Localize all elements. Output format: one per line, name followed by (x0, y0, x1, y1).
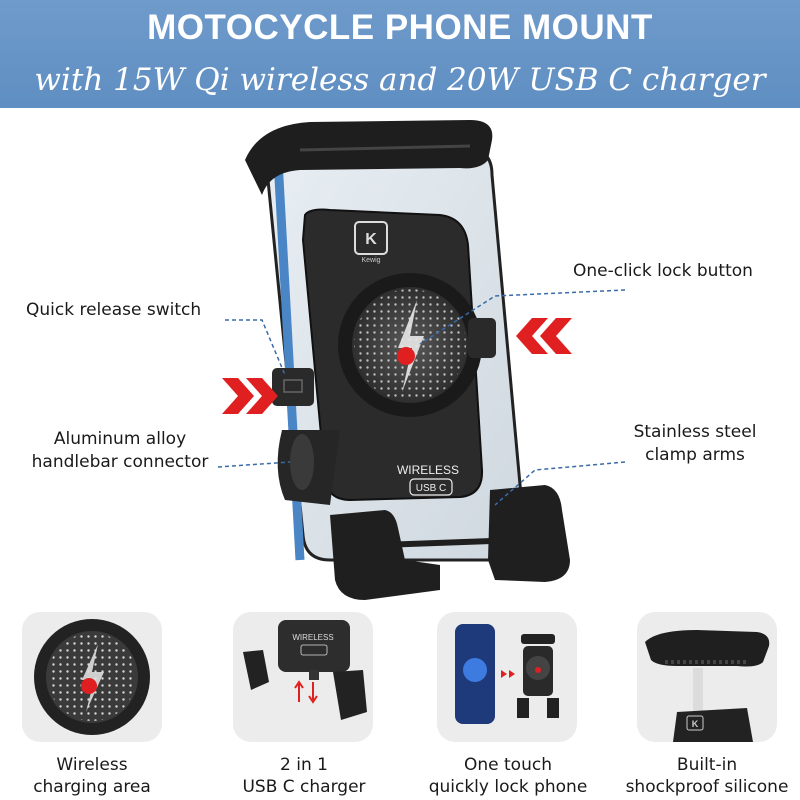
feature-caption-silicone: Built-in shockproof silicone (617, 754, 797, 798)
callout-quick-release: Quick release switch (26, 300, 202, 320)
callout-lock-button: One-click lock button (573, 261, 753, 281)
feature-caption-lock: One touch quickly lock phone (418, 754, 598, 798)
feature-caption-line2: shockproof silicone (625, 777, 789, 797)
svg-text:WIRELESS: WIRELESS (292, 633, 333, 642)
svg-text:K: K (692, 719, 699, 729)
feature-caption-line1: 2 in 1 (280, 755, 328, 775)
callout-stainless-line1: Stainless steel (633, 422, 757, 442)
callout-aluminum-line1: Aluminum alloy (53, 429, 187, 449)
wireless-pad-image (34, 619, 150, 735)
page-subtitle: with 15W Qi wireless and 20W USB C charg… (34, 62, 766, 98)
silicone-clamp-image: K (645, 630, 770, 742)
callout-lines (217, 289, 626, 506)
page-title: MOTOCYCLE PHONE MOUNT (147, 8, 653, 47)
feature-caption-wireless: Wireless charging area (2, 754, 182, 798)
feature-caption-line2: quickly lock phone (428, 777, 588, 797)
feature-caption-line1: One touch (464, 755, 552, 775)
charger-body: K Kewig WIRELESS USB C (301, 208, 484, 502)
bottom-clamps (330, 485, 570, 600)
feature-caption-line1: Wireless (56, 755, 128, 775)
feature-thumb-lock (437, 612, 577, 742)
product-illustration: K Kewig WIRELESS USB C (217, 120, 626, 600)
feature-caption-line1: Built-in (676, 755, 738, 775)
one-touch-lock-image (455, 624, 559, 724)
side-clamps (272, 318, 496, 406)
usb-label: USB C (416, 483, 447, 494)
wireless-label: WIRELESS (397, 463, 459, 477)
feature-thumb-usbc: WIRELESS (233, 612, 373, 742)
left-chevron-arrows (222, 378, 278, 414)
feature-thumb-wireless (22, 612, 162, 742)
header-banner: MOTOCYCLE PHONE MOUNT with 15W Qi wirele… (0, 0, 800, 108)
callout-stainless: Stainless steel clamp arms (605, 421, 785, 467)
lock-button (397, 347, 415, 365)
brand-text: Kewig (361, 257, 380, 264)
right-chevron-arrows (516, 318, 572, 354)
feature-caption-usbc: 2 in 1 USB C charger (214, 754, 394, 798)
top-clamp (245, 120, 493, 195)
callout-aluminum-line2: handlebar connector (31, 452, 209, 472)
feature-thumb-silicone: K (637, 612, 777, 742)
usbc-charger-image: WIRELESS (243, 620, 367, 720)
brand-logo: K (365, 231, 377, 248)
callout-aluminum: Aluminum alloy handlebar connector (20, 428, 220, 474)
feature-caption-line2: charging area (33, 777, 151, 797)
feature-caption-line2: USB C charger (242, 777, 366, 797)
handlebar-connector (277, 430, 340, 505)
callout-stainless-line2: clamp arms (645, 445, 745, 465)
